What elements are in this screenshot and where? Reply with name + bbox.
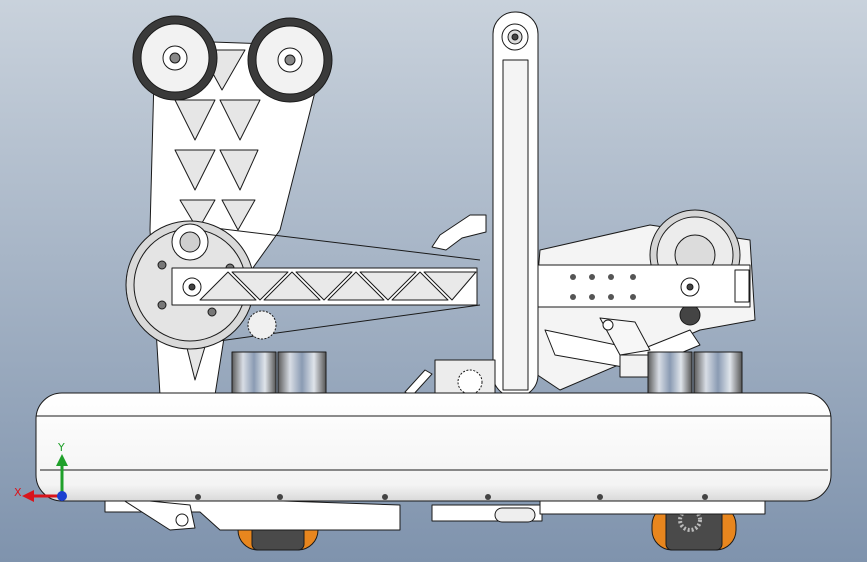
main-truss-arm[interactable] — [171, 267, 478, 306]
upper-right-roller[interactable] — [247, 17, 333, 103]
upper-belt — [189, 224, 481, 261]
center-gearbox — [434, 359, 496, 396]
right-horizontal-bar[interactable] — [529, 264, 751, 308]
triad-x-label: X — [14, 486, 22, 499]
hook[interactable] — [431, 214, 487, 251]
coordinate-triad-icon: Y X — [14, 441, 68, 502]
lower-link-pin — [175, 513, 189, 527]
small-gear — [247, 310, 277, 340]
vertical-tower[interactable] — [492, 11, 539, 398]
right-drive-wheel[interactable] — [651, 504, 737, 551]
chassis-body[interactable] — [35, 392, 832, 502]
lower-belt — [189, 304, 481, 346]
triad-y-label: Y — [57, 441, 65, 454]
right-drum-pair — [647, 351, 743, 395]
upper-left-roller[interactable] — [132, 15, 218, 101]
left-drum-pair — [231, 351, 327, 395]
